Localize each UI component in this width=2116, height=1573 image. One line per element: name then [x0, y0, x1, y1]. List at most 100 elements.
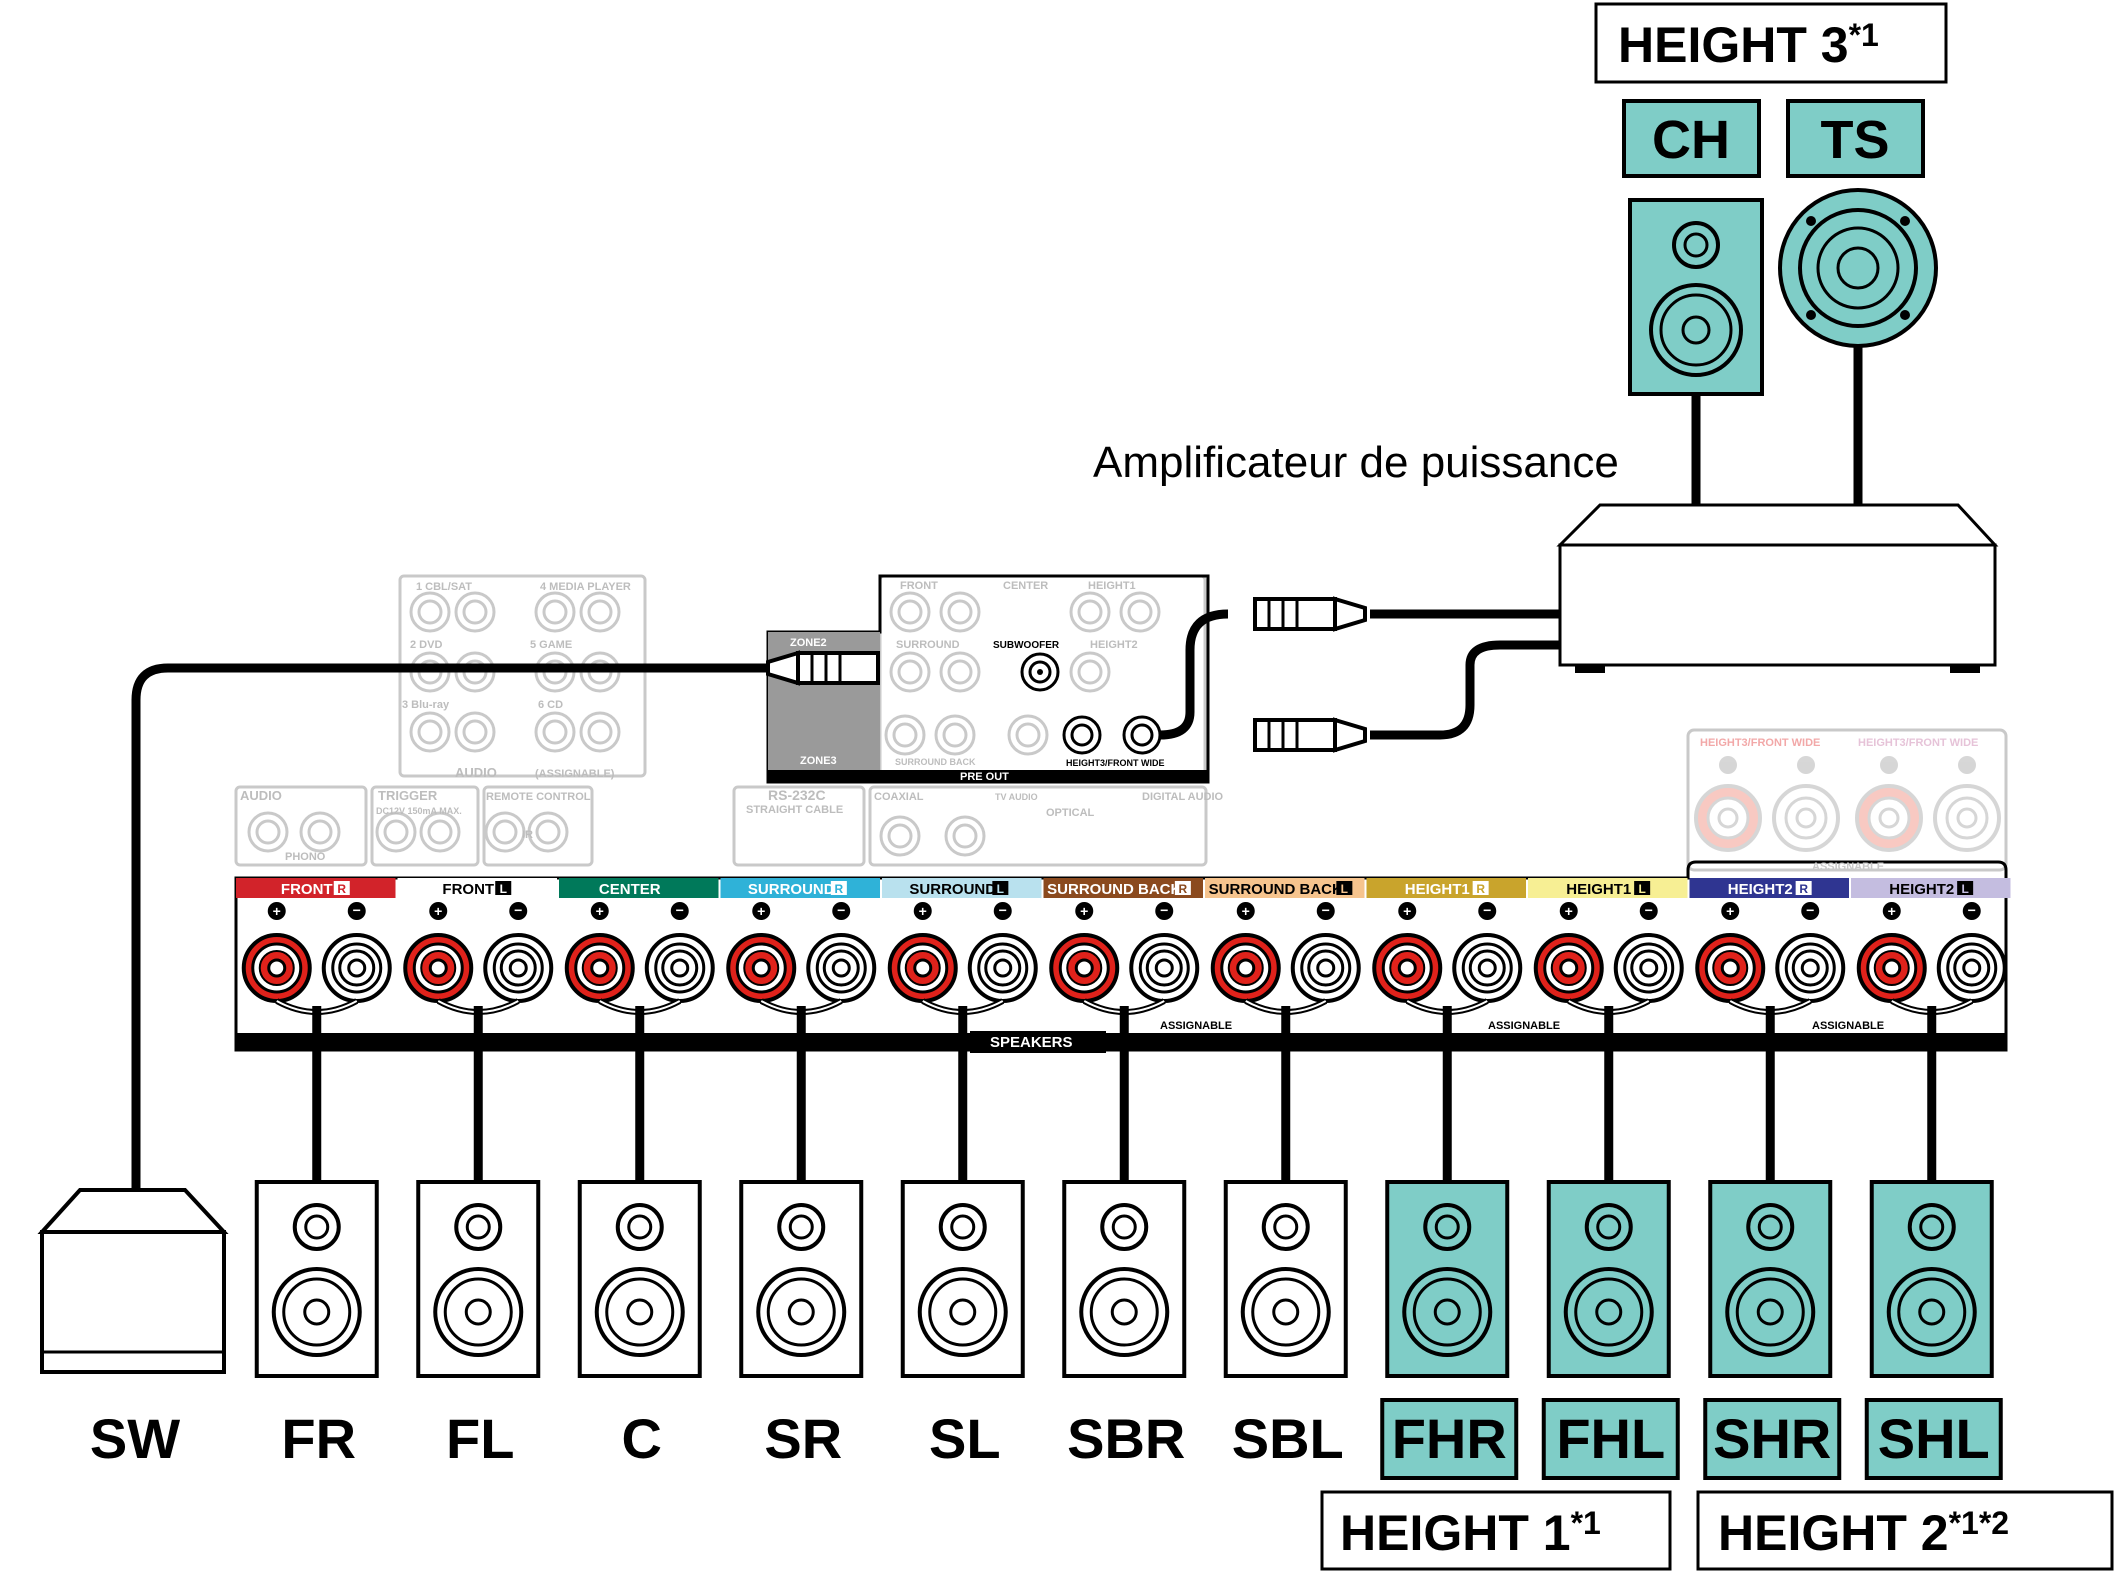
grey-jack	[375, 811, 417, 853]
grey-jack	[409, 591, 451, 633]
speaker-label: SHL	[1878, 1407, 1990, 1470]
zone3-label: ZONE3	[800, 755, 837, 767]
terminal-pair: +−	[1695, 902, 1846, 1015]
grey-jack	[934, 714, 976, 756]
trigger-block	[370, 785, 480, 867]
grey-jack	[879, 815, 921, 857]
svg-text:+: +	[273, 903, 281, 919]
svg-text:R: R	[835, 882, 844, 896]
svg-text:+: +	[757, 903, 765, 919]
speaker-sbr: SBR	[1062, 1180, 1187, 1470]
bluray-label: 3 Blu-ray	[402, 699, 450, 711]
svg-text:−: −	[999, 902, 1007, 918]
svg-text:+: +	[1080, 903, 1088, 919]
speaker-c: C	[577, 1180, 702, 1470]
assignable-label-2: ASSIGNABLE	[1488, 1020, 1560, 1032]
top-speakers: CH TS	[1622, 99, 1938, 396]
coaxial-label: COAXIAL	[874, 791, 924, 803]
svg-text:R: R	[1179, 882, 1188, 896]
svg-text:L: L	[997, 882, 1004, 896]
svg-text:−: −	[1645, 902, 1653, 918]
rca-plug	[1253, 596, 1367, 632]
svg-text:+: +	[596, 903, 604, 919]
pre-out-bar	[768, 770, 1208, 782]
height3-front-wide-out-label: HEIGHT3/FRONT WIDE	[1066, 758, 1165, 768]
height2-box	[1696, 1490, 2114, 1571]
grey-jack	[484, 811, 526, 853]
remote-block	[482, 785, 594, 867]
terminal-pair: +−	[887, 902, 1038, 1015]
grey-jack	[884, 714, 926, 756]
svg-text:+: +	[1888, 903, 1896, 919]
phono-audio-label: AUDIO	[240, 788, 282, 803]
ir-label: IR	[522, 829, 533, 841]
grey-jack	[939, 591, 981, 633]
digital-audio-block	[868, 785, 1208, 867]
optical-label: OPTICAL	[1046, 807, 1095, 819]
terminal-label: HEIGHT1	[1566, 881, 1631, 898]
speaker-label: FR	[281, 1407, 356, 1470]
grey-jack	[889, 651, 931, 693]
svg-text:−: −	[676, 902, 684, 918]
cd-label: 6 CD	[538, 699, 563, 711]
grey-jack	[1119, 591, 1161, 633]
subwoofer-label: SUBWOOFER	[993, 640, 1060, 651]
svg-text:R: R	[337, 882, 346, 896]
grey-jack	[1069, 591, 1111, 633]
svg-text:−: −	[1968, 902, 1976, 918]
height3-front-wide-block	[1686, 728, 2008, 872]
height3-terminals	[1694, 756, 2001, 852]
assignable-label-1: ASSIGNABLE	[1160, 1020, 1232, 1032]
ts-label: TS	[1820, 110, 1889, 170]
svg-text:R: R	[1799, 882, 1808, 896]
grey-jack	[527, 811, 569, 853]
height3-box	[1594, 2, 1948, 84]
assignable-label-top: ASSIGNABLE	[1812, 861, 1884, 873]
trigger-spec-label: DC12V 150mA MAX.	[376, 806, 462, 816]
terminal-pair: +−	[1533, 902, 1684, 1015]
svg-text:+: +	[434, 903, 442, 919]
amplifier-label: Amplificateur de puissance	[1093, 438, 1619, 487]
rca-plugs	[766, 596, 1367, 753]
speaker-label: FHR	[1392, 1407, 1507, 1470]
grey-jack	[944, 815, 986, 857]
cbl-sat-label: 1 CBL/SAT	[416, 581, 472, 593]
height3-terminal	[1772, 756, 1840, 852]
ch-speaker	[1628, 198, 1764, 396]
speaker-fr: FR	[254, 1180, 379, 1470]
speaker-label: SBL	[1232, 1407, 1344, 1470]
ch-label-box	[1622, 99, 1761, 178]
speaker-sw: SW	[37, 1188, 229, 1470]
ts-label-box	[1786, 99, 1925, 178]
ch-label: CH	[1652, 110, 1730, 170]
svg-text:+: +	[1565, 903, 1573, 919]
grey-jack	[579, 591, 621, 633]
terminal-label-bg	[1043, 878, 1203, 898]
grey-jack	[409, 711, 451, 753]
speaker-label: SW	[90, 1407, 180, 1470]
svg-text:−: −	[837, 902, 845, 918]
dvd-label: 2 DVD	[410, 639, 442, 651]
speaker-sr: SR	[739, 1180, 864, 1470]
grey-jack	[419, 811, 461, 853]
svg-text:L: L	[500, 882, 507, 896]
terminal-label: FRONT	[442, 881, 494, 898]
terminal-label: FRONT	[281, 881, 333, 898]
rs232-block	[732, 785, 866, 867]
height2-label: HEIGHT 2*1*2	[1718, 1505, 2009, 1561]
grey-jack	[1007, 714, 1049, 756]
grey-jack	[534, 711, 576, 753]
terminal-pair: +−	[403, 902, 554, 1015]
speaker-fhr: FHR	[1380, 1180, 1519, 1480]
svg-text:R: R	[1476, 882, 1485, 896]
straight-cable-label: STRAIGHT CABLE	[746, 804, 843, 816]
grey-jack	[454, 711, 496, 753]
media-player-label: 4 MEDIA PLAYER	[540, 581, 631, 593]
speaker-label: SL	[929, 1407, 1001, 1470]
speaker-label: SR	[764, 1407, 842, 1470]
svg-text:L: L	[1638, 882, 1645, 896]
height3-out-jack-r	[1062, 715, 1102, 755]
speaker-terminals: +−+−+−+−+−+−+−+−+−+−+−	[241, 902, 2007, 1015]
